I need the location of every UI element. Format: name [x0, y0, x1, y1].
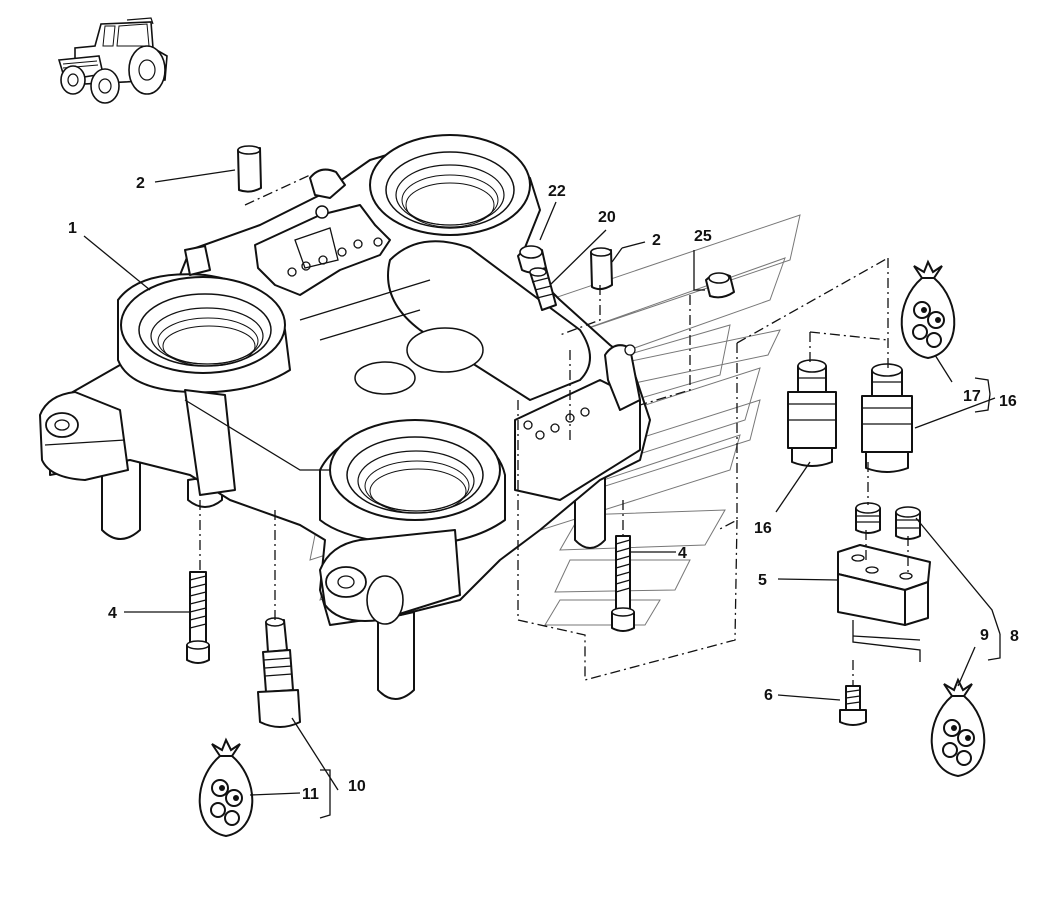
callout-1: 1 — [68, 220, 77, 237]
plug-25 — [705, 272, 735, 299]
callout-8: 8 — [1010, 628, 1019, 645]
callout-17: 17 — [963, 388, 981, 405]
callout-5: 5 — [758, 572, 767, 589]
callout-2-right: 2 — [652, 232, 661, 249]
block-5-outline-2 — [852, 635, 921, 641]
tractor-icon — [57, 17, 168, 104]
callout-22: 22 — [548, 183, 566, 200]
block-5-outline — [852, 620, 921, 662]
callout-10: 10 — [348, 778, 366, 795]
callout-4-left: 4 — [108, 605, 117, 622]
block-5 — [837, 544, 931, 626]
callout-25: 25 — [694, 228, 712, 245]
callout-2-left: 2 — [136, 175, 145, 192]
callout-16-left: 16 — [754, 520, 772, 537]
fitting-8-left — [855, 502, 881, 534]
kit-bag-icon-9 — [930, 679, 986, 777]
callout-labels: 1 2 22 20 2 25 17 16 16 4 4 5 9 8 6 10 1… — [68, 175, 1019, 803]
kit-bag-icon-11 — [198, 739, 254, 837]
callout-11: 11 — [302, 786, 319, 803]
pin-2-right — [590, 247, 613, 291]
bolt-6 — [839, 685, 867, 726]
fitting-8-right — [895, 506, 921, 540]
leader-lines — [83, 169, 1001, 819]
callout-6: 6 — [764, 687, 773, 704]
assembly-lines — [199, 174, 909, 686]
valve-10 — [257, 617, 301, 728]
callout-16-right: 16 — [999, 393, 1017, 410]
valve-housing — [39, 134, 651, 700]
pin-2-left — [237, 145, 262, 193]
bolt-4-right — [611, 535, 635, 632]
bolt-4-left — [186, 571, 210, 664]
callout-20: 20 — [598, 209, 616, 226]
callout-9: 9 — [980, 627, 989, 644]
valve-16-right — [861, 363, 913, 473]
valve-16-left — [787, 359, 837, 467]
callout-4-right: 4 — [678, 545, 687, 562]
fitting-20 — [529, 267, 557, 311]
kit-bag-icon-17 — [900, 261, 956, 359]
